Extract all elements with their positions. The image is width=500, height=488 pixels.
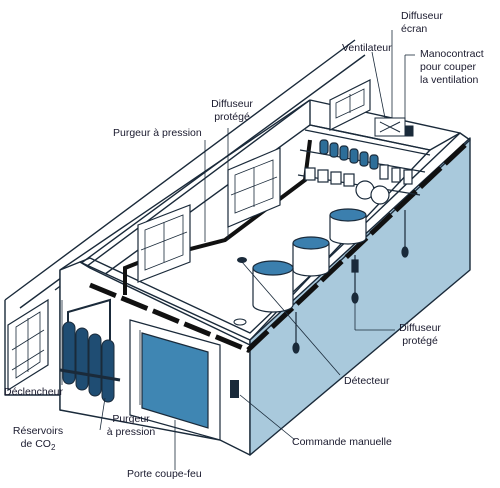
barrel-3 <box>252 260 294 313</box>
label-detecteur: Détecteur <box>344 375 390 387</box>
label-declencheur: Déclencheur <box>4 386 63 398</box>
shelves <box>297 129 431 196</box>
window-back <box>329 79 371 131</box>
barrel-1 <box>329 208 367 245</box>
label-ventilateur: Ventilateur <box>342 42 392 54</box>
barrel-2 <box>292 236 330 277</box>
label-purgeur-top: Purgeur à pression <box>113 127 202 139</box>
cans <box>304 164 413 187</box>
windows <box>7 79 371 392</box>
window-mid-1 <box>137 204 191 283</box>
wall-top-rim <box>79 132 471 346</box>
distribution-pipe <box>89 143 467 353</box>
detector <box>237 257 247 263</box>
label-porte-coupe-feu: Porte coupe-feu <box>127 468 202 480</box>
leader-lines <box>61 30 415 470</box>
bottles <box>319 139 379 170</box>
barrels <box>252 180 390 313</box>
back-wall-outline <box>4 39 366 396</box>
diffuser-floor-1 <box>233 318 247 326</box>
manual-control-box <box>230 380 239 398</box>
label-reservoirs-co2: Réservoirs de CO2 <box>12 425 64 453</box>
window-left <box>7 298 49 392</box>
right-wall <box>249 137 471 456</box>
window-mid-2 <box>227 147 281 228</box>
ventilation-unit <box>374 117 414 137</box>
label-commande-manuelle: Commande manuelle <box>292 436 392 448</box>
fire-door <box>129 319 221 441</box>
co2-cylinders <box>59 298 121 403</box>
hanging-diffusers <box>292 210 409 354</box>
back-end-wall <box>309 99 461 151</box>
drums-lying <box>355 180 390 205</box>
